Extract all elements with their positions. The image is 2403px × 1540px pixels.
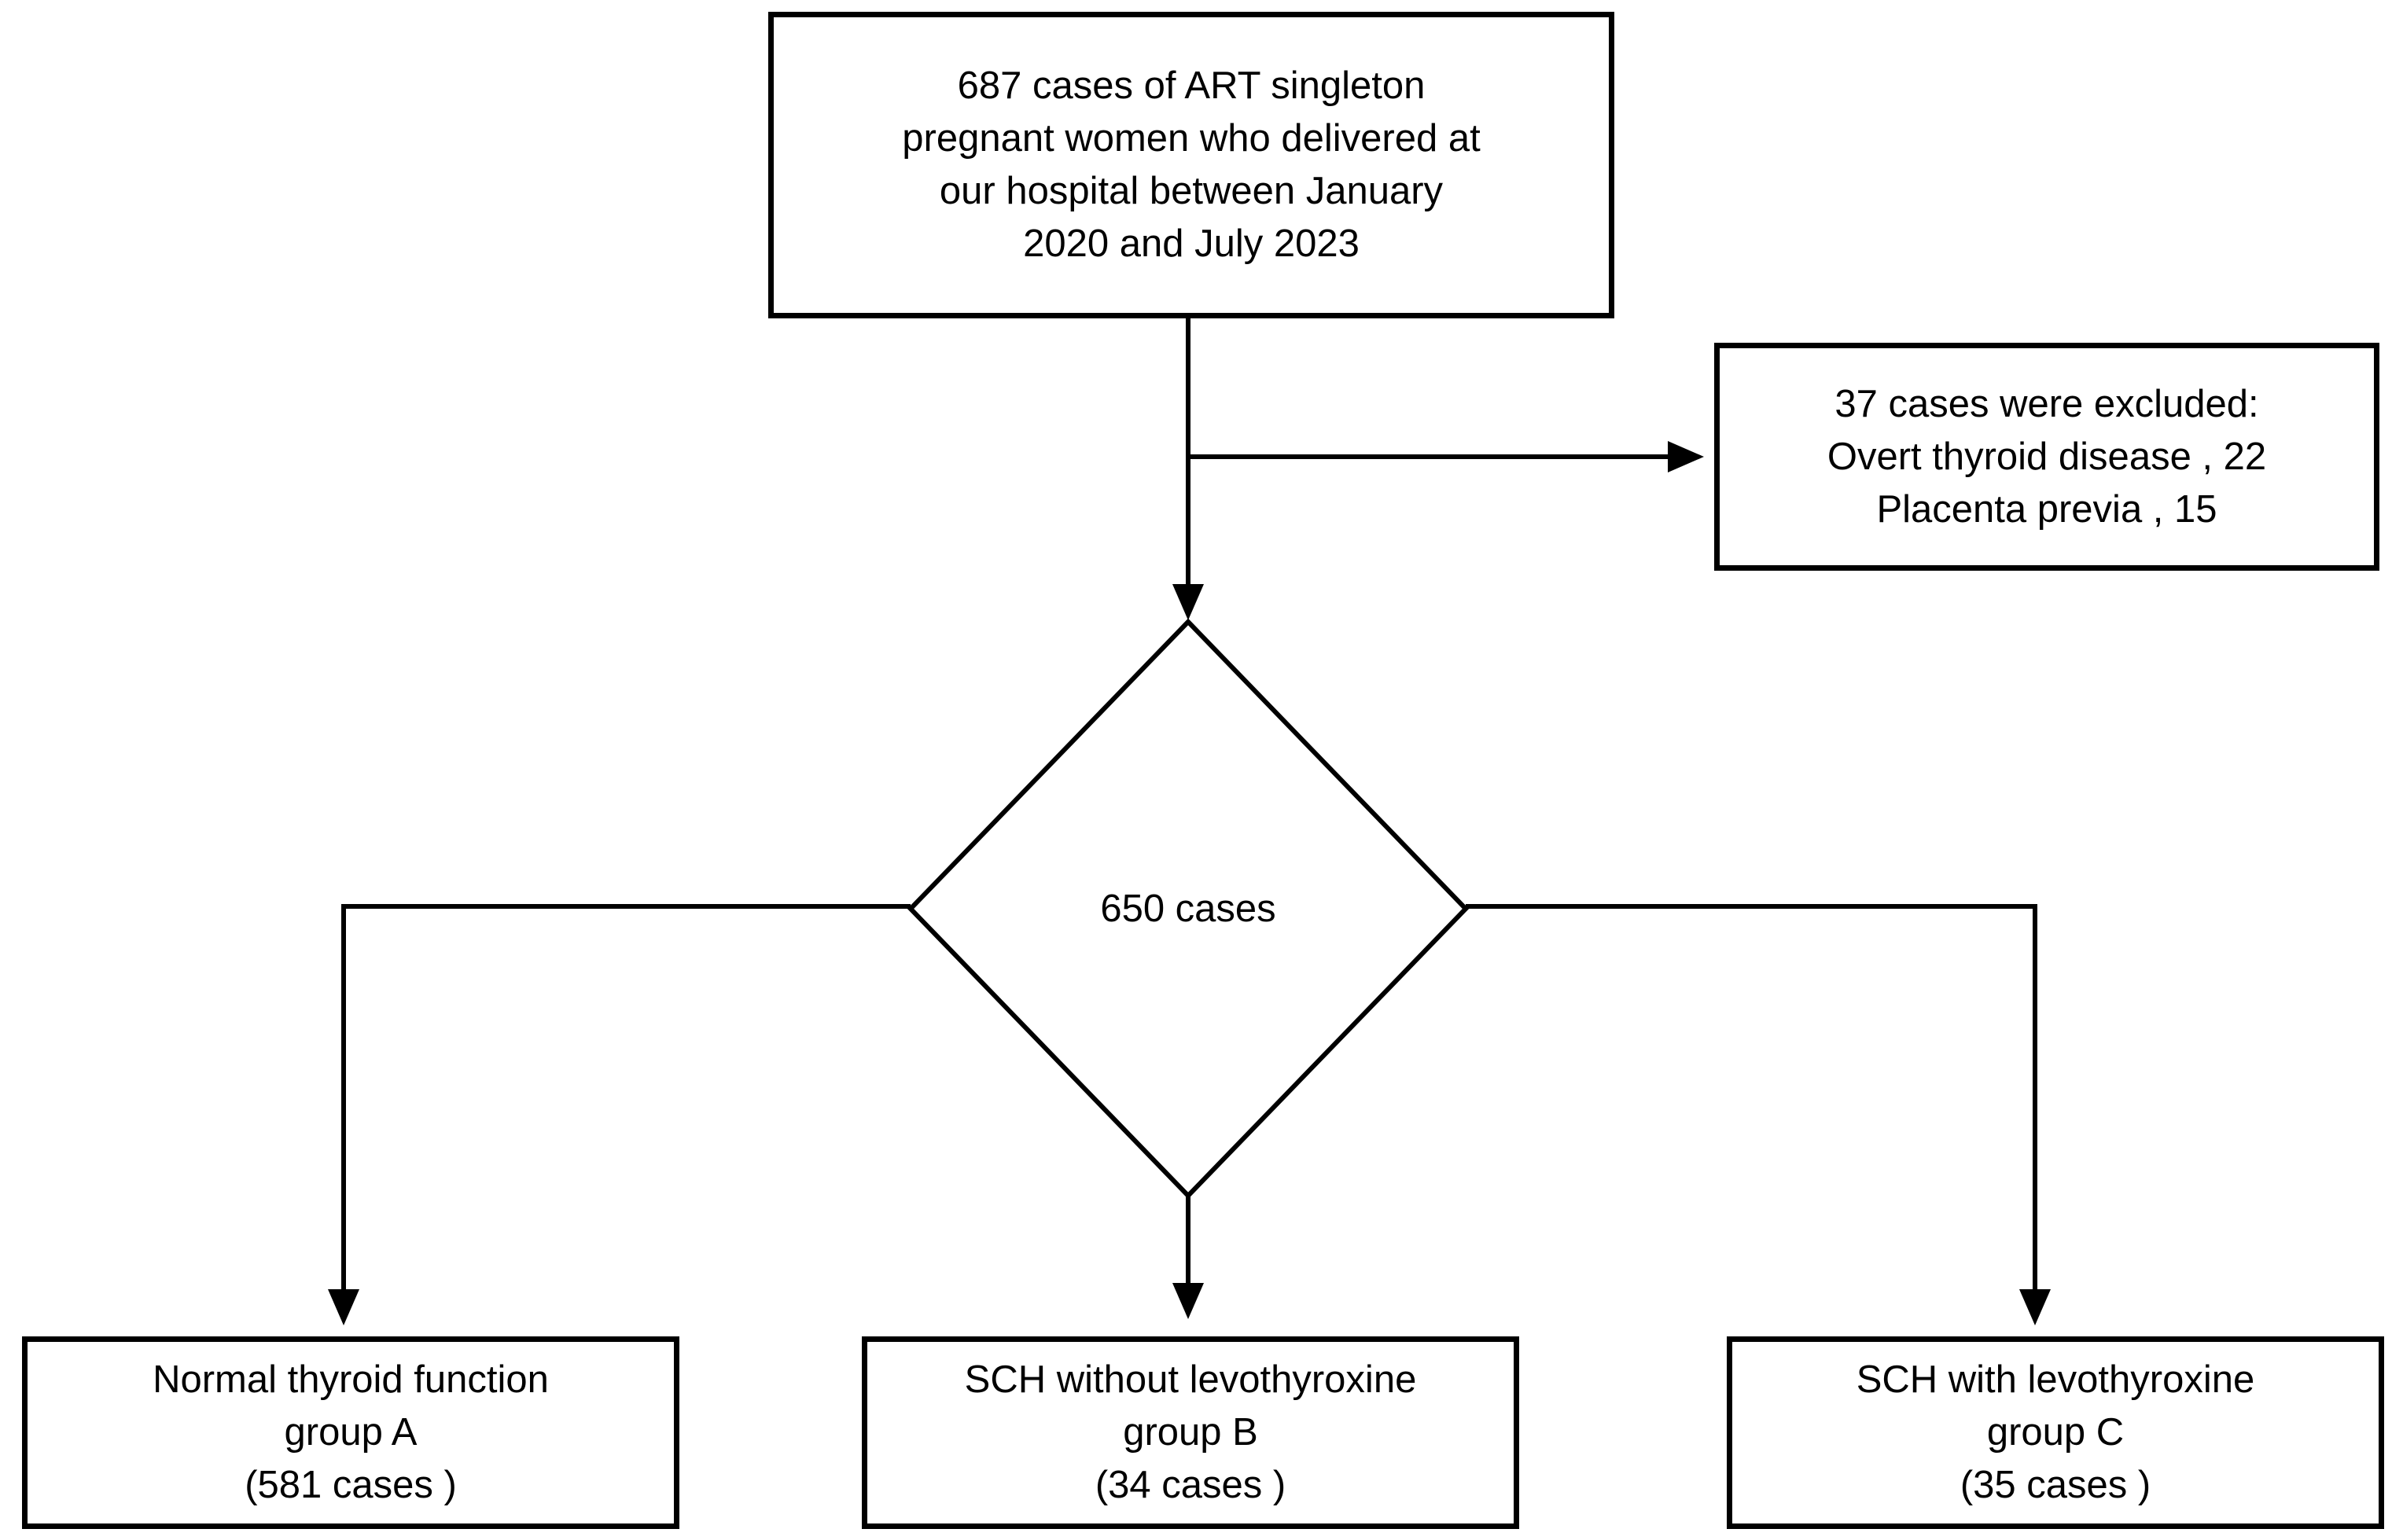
arrowhead-down-into-group-a	[328, 1289, 359, 1325]
group-b-box-line: (34 cases )	[1095, 1464, 1286, 1506]
group-c-box-line: SCH with levothyroxine	[1856, 1358, 2255, 1401]
group-a-box-line: (581 cases )	[245, 1464, 457, 1506]
arrowhead-down-into-group-b	[1172, 1283, 1204, 1319]
group-a-box-line: group A	[284, 1411, 418, 1454]
source-box-line: 2020 and July 2023	[1023, 222, 1360, 265]
group-a-box-line: Normal thyroid function	[153, 1358, 549, 1401]
connector-diamond-to-group-a	[341, 904, 911, 1291]
source-population-box: 687 cases of ART singleton pregnant wome…	[768, 12, 1614, 318]
arrowhead-right-into-excluded	[1668, 441, 1704, 472]
group-a-box: Normal thyroid function group A (581 cas…	[22, 1336, 679, 1529]
group-b-box-line: SCH without levothyroxine	[964, 1358, 1417, 1401]
group-c-box-line: (35 cases )	[1960, 1464, 2151, 1506]
decision-diamond-label: 650 cases	[1100, 888, 1276, 930]
group-c-box: SCH with levothyroxine group C (35 cases…	[1727, 1336, 2384, 1529]
arrowhead-down-into-diamond	[1172, 584, 1204, 620]
excluded-box-line: Overt thyroid disease , 22	[1827, 435, 2267, 478]
group-b-box-line: group B	[1123, 1411, 1258, 1454]
excluded-box-line: 37 cases were excluded:	[1834, 382, 2259, 425]
excluded-box-line: Placenta previa , 15	[1876, 487, 2217, 531]
connector-diamond-to-group-c	[1466, 904, 2037, 1291]
excluded-cases-box: 37 cases were excluded: Overt thyroid di…	[1714, 343, 2379, 571]
source-box-line: our hospital between January	[939, 170, 1444, 212]
source-box-line: 687 cases of ART singleton	[957, 64, 1426, 107]
group-c-box-line: group C	[1986, 1411, 2125, 1454]
source-box-line: pregnant women who delivered at	[902, 117, 1481, 160]
arrowhead-down-into-group-c	[2019, 1289, 2051, 1325]
group-b-box: SCH without levothyroxine group B (34 ca…	[862, 1336, 1519, 1529]
